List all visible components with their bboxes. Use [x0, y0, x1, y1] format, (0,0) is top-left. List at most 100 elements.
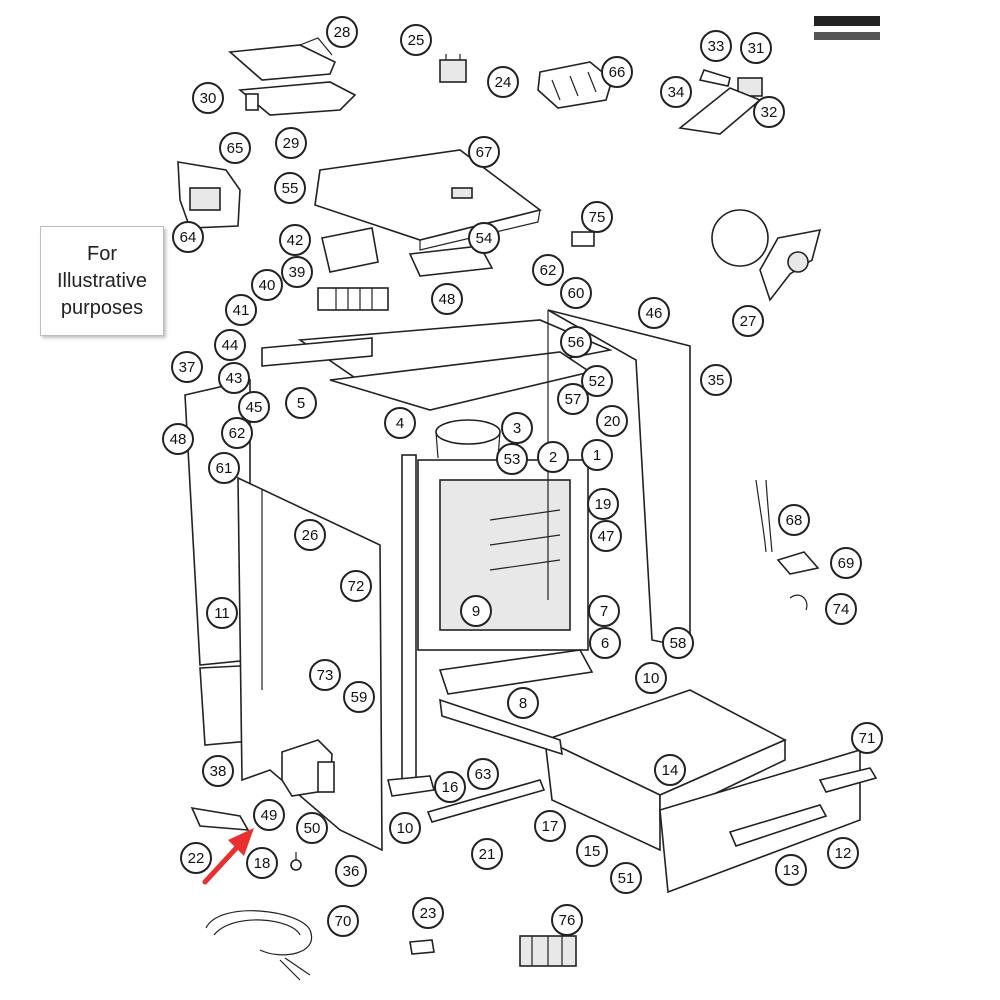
callout-1: 1 — [581, 439, 613, 471]
callout-36: 36 — [335, 855, 367, 887]
callout-label: 16 — [442, 779, 459, 796]
callout-circle — [340, 570, 372, 602]
part-bracket-33 — [698, 69, 731, 87]
callout-circle — [496, 443, 528, 475]
callout-42: 42 — [279, 224, 311, 256]
note-line-3: purposes — [60, 296, 144, 319]
callout-circle — [225, 294, 257, 326]
callout-4: 4 — [384, 407, 416, 439]
part-rail-10 — [386, 775, 436, 797]
callout-26: 26 — [294, 519, 326, 551]
callout-64: 64 — [172, 221, 204, 253]
callout-label: 72 — [348, 578, 365, 595]
callout-label: 44 — [222, 337, 239, 354]
callout-circle — [487, 66, 519, 98]
callout-circle — [434, 771, 466, 803]
callout-circle — [507, 687, 539, 719]
callout-label: 45 — [246, 399, 263, 416]
part-harness-70 — [205, 910, 313, 981]
callout-label: 62 — [540, 262, 557, 279]
callout-circle — [171, 351, 203, 383]
callout-57: 57 — [557, 383, 589, 415]
brand-logo — [814, 16, 880, 40]
callout-circle — [180, 842, 212, 874]
part-slide-21 — [426, 779, 546, 823]
callout-43: 43 — [218, 362, 250, 394]
callout-circle — [753, 96, 785, 128]
callout-label: 3 — [513, 420, 521, 437]
callout-34: 34 — [660, 76, 692, 108]
callout-22: 22 — [180, 842, 212, 874]
callout-circle — [560, 326, 592, 358]
part-clip-23 — [409, 939, 435, 955]
callout-label: 38 — [210, 763, 227, 780]
callout-circle — [471, 838, 503, 870]
callout-47: 47 — [590, 520, 622, 552]
part-bracket-34 — [678, 87, 762, 135]
callout-70: 70 — [327, 905, 359, 937]
callout-circle — [400, 24, 432, 56]
callout-label: 8 — [519, 695, 527, 712]
callout-label: 22 — [188, 850, 205, 867]
callout-75: 75 — [581, 201, 613, 233]
callout-19: 19 — [587, 488, 619, 520]
callout-circle — [825, 593, 857, 625]
callout-46: 46 — [638, 297, 670, 329]
callout-13: 13 — [775, 854, 807, 886]
part-bracket-8 — [438, 649, 594, 695]
callout-circle — [251, 269, 283, 301]
callout-circle — [219, 132, 251, 164]
callout-33: 33 — [700, 30, 732, 62]
callout-circle — [253, 799, 285, 831]
callout-label: 35 — [708, 372, 725, 389]
part-slide-16 — [439, 698, 563, 756]
callout-label: 51 — [618, 870, 635, 887]
callout-label: 55 — [282, 180, 299, 197]
callout-label: 48 — [170, 431, 187, 448]
callout-label: 33 — [708, 38, 725, 55]
callout-circle — [275, 127, 307, 159]
callout-18: 18 — [246, 847, 278, 879]
callout-28: 28 — [326, 16, 358, 48]
callout-label: 15 — [584, 843, 601, 860]
callout-label: 5 — [297, 395, 305, 412]
callout-circle — [162, 423, 194, 455]
callout-41: 41 — [225, 294, 257, 326]
callout-16: 16 — [434, 771, 466, 803]
part-screw-18 — [290, 852, 302, 871]
callout-circle — [778, 504, 810, 536]
callout-circle — [327, 905, 359, 937]
callout-circle — [384, 407, 416, 439]
part-switch-25 — [439, 54, 467, 83]
callout-circle — [532, 254, 564, 286]
callout-30: 30 — [192, 82, 224, 114]
callout-label: 46 — [646, 305, 663, 322]
callout-label: 37 — [179, 359, 196, 376]
callout-circle — [431, 283, 463, 315]
part-wire-68 — [755, 479, 773, 553]
callout-55: 55 — [274, 172, 306, 204]
callout-51: 51 — [610, 862, 642, 894]
part-plate-54 — [408, 245, 494, 277]
part-terminal-block-66 — [537, 61, 613, 109]
callout-circle — [732, 305, 764, 337]
callout-label: 70 — [335, 913, 352, 930]
callout-45: 45 — [238, 391, 270, 423]
part-bracket-28 — [228, 37, 337, 81]
part-post-59 — [401, 454, 417, 786]
callout-label: 53 — [504, 451, 521, 468]
callout-label: 9 — [472, 603, 480, 620]
callout-74: 74 — [825, 593, 857, 625]
callout-label: 26 — [302, 527, 319, 544]
callout-label: 52 — [589, 373, 606, 390]
callout-label: 1 — [593, 447, 601, 464]
callout-circle — [662, 627, 694, 659]
callout-label: 12 — [835, 845, 852, 862]
callout-circle — [468, 222, 500, 254]
callout-label: 21 — [479, 846, 496, 863]
callout-60: 60 — [560, 277, 592, 309]
callout-circle — [557, 383, 589, 415]
callout-label: 13 — [783, 862, 800, 879]
callout-label: 64 — [180, 229, 197, 246]
callout-5: 5 — [285, 387, 317, 419]
